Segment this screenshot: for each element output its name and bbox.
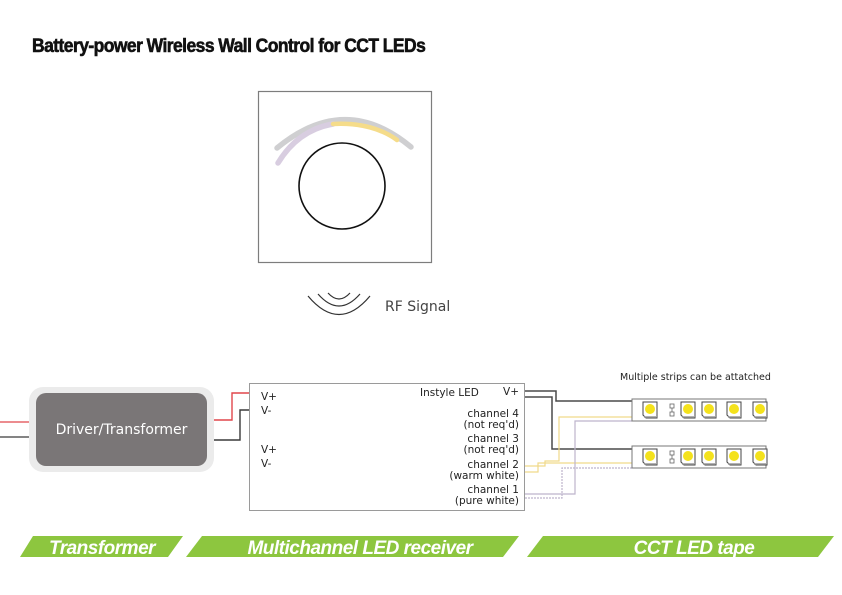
vplus-wire-strip2 <box>525 396 632 450</box>
channel-3-name: channel 3 <box>467 433 519 445</box>
banner-led-tape-label: CCT LED tape <box>634 538 756 559</box>
led-chip-icon <box>726 401 742 419</box>
pure-white-wire-strip2 <box>525 467 632 499</box>
dc-positive-wire <box>213 392 250 421</box>
led-chip-icon <box>680 448 696 466</box>
led-strip <box>631 398 768 422</box>
led-chip-icon <box>752 401 768 419</box>
led-receiver-box: V+ V- V+ V- Instyle LED V+ channel 4 (no… <box>249 383 525 511</box>
banner-transformer <box>20 536 183 557</box>
led-chip-icon <box>701 401 717 419</box>
channel-1-name: channel 1 <box>467 484 519 496</box>
warm-white-wire-strip1 <box>525 416 632 467</box>
channel-2-note: (warm white) <box>449 470 519 482</box>
rf-signal-label: RF Signal <box>385 299 451 315</box>
dc-negative-wire <box>213 409 250 441</box>
arc-pure-white <box>275 121 336 166</box>
arc-warm-white <box>330 121 400 143</box>
warm-white-wire-strip2 <box>525 462 632 473</box>
multiple-strips-note: Multiple strips can be attatched <box>620 372 771 383</box>
category-banners: Transformer Multichannel LED receiver CC… <box>20 536 834 559</box>
led-chip-icon <box>642 448 658 466</box>
led-chip-icon <box>752 448 768 466</box>
rotary-dial-icon[interactable] <box>298 142 386 230</box>
arc-track <box>274 117 414 151</box>
banner-led-tape <box>527 536 834 557</box>
channel-2-name: channel 2 <box>467 459 519 471</box>
channel-1-note: (pure white) <box>454 495 519 507</box>
led-chip-icon <box>642 401 658 419</box>
led-chip-icon <box>726 448 742 466</box>
led-strips <box>631 398 768 469</box>
input-terminal-vminus-2: V- <box>261 458 272 470</box>
driver-transformer-box: Driver/Transformer <box>36 393 207 466</box>
resistor-icon <box>669 403 675 417</box>
led-chip-icon <box>680 401 696 419</box>
resistor-icon <box>669 450 675 464</box>
pure-white-wire-strip1 <box>525 420 632 495</box>
input-terminal-vplus-1: V+ <box>261 391 277 403</box>
channel-3-note: (not req'd) <box>463 444 520 456</box>
driver-label: Driver/Transformer <box>55 421 188 438</box>
led-strip <box>631 445 768 469</box>
rf-signal-waves-icon <box>307 292 371 316</box>
input-terminal-vplus-2: V+ <box>261 444 277 456</box>
led-chip-icon <box>701 448 717 466</box>
channel-4-note: (not req'd) <box>463 419 520 431</box>
banner-receiver-label: Multichannel LED receiver <box>247 538 474 559</box>
output-terminal-vplus: V+ <box>503 386 519 398</box>
vplus-wire-strip1 <box>525 390 632 402</box>
output-wires <box>525 390 632 499</box>
receiver-brand: Instyle LED <box>420 387 479 399</box>
banner-transformer-label: Transformer <box>49 538 157 559</box>
banner-receiver <box>186 536 519 557</box>
diagram-title: Battery-power Wireless Wall Control for … <box>32 36 426 58</box>
channel-4-name: channel 4 <box>467 408 519 420</box>
input-terminal-vminus-1: V- <box>261 405 272 417</box>
wall-control-panel <box>257 90 433 264</box>
